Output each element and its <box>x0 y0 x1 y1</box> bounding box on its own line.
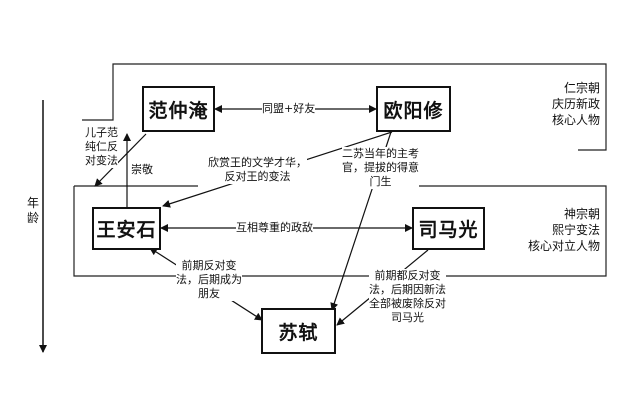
node-su-shi: 苏轼 <box>261 308 336 354</box>
renzong-group-frame <box>82 63 607 151</box>
label-fan-ouyang: 同盟+好友 <box>262 102 316 116</box>
node-fan-zhongyan: 范仲淹 <box>142 86 215 132</box>
label-ouyang-su: 二苏当年的主考 官，提拔的得意 门生 <box>342 147 419 189</box>
age-axis-label: 年龄 <box>26 196 39 225</box>
label-respect: 崇敬 <box>131 163 153 177</box>
node-sima-guang: 司马光 <box>412 207 485 250</box>
label-wang-sima: 互相尊重的政敌 <box>236 221 313 235</box>
label-wang-su: 前期反对变 法，后期成为 朋友 <box>176 259 242 301</box>
label-son-fan-chunren: 儿子范 纯仁反 对变法 <box>85 126 118 168</box>
group-shenzong-label: 神宗朝 熙宁变法 核心对立人物 <box>527 207 600 253</box>
node-wang-anshi: 王安石 <box>92 207 161 250</box>
label-sima-su: 前期都反对变 法，后期因新法 全部被废除反对 司马光 <box>369 269 446 325</box>
edge-fan-son <box>94 133 147 187</box>
group-renzong-label: 仁宗朝 庆历新政 核心人物 <box>551 81 600 127</box>
node-ouyang-xiu: 欧阳修 <box>376 86 451 132</box>
label-ouyang-wang: 欣赏王的文学才华， 反对王的变法 <box>208 156 307 184</box>
